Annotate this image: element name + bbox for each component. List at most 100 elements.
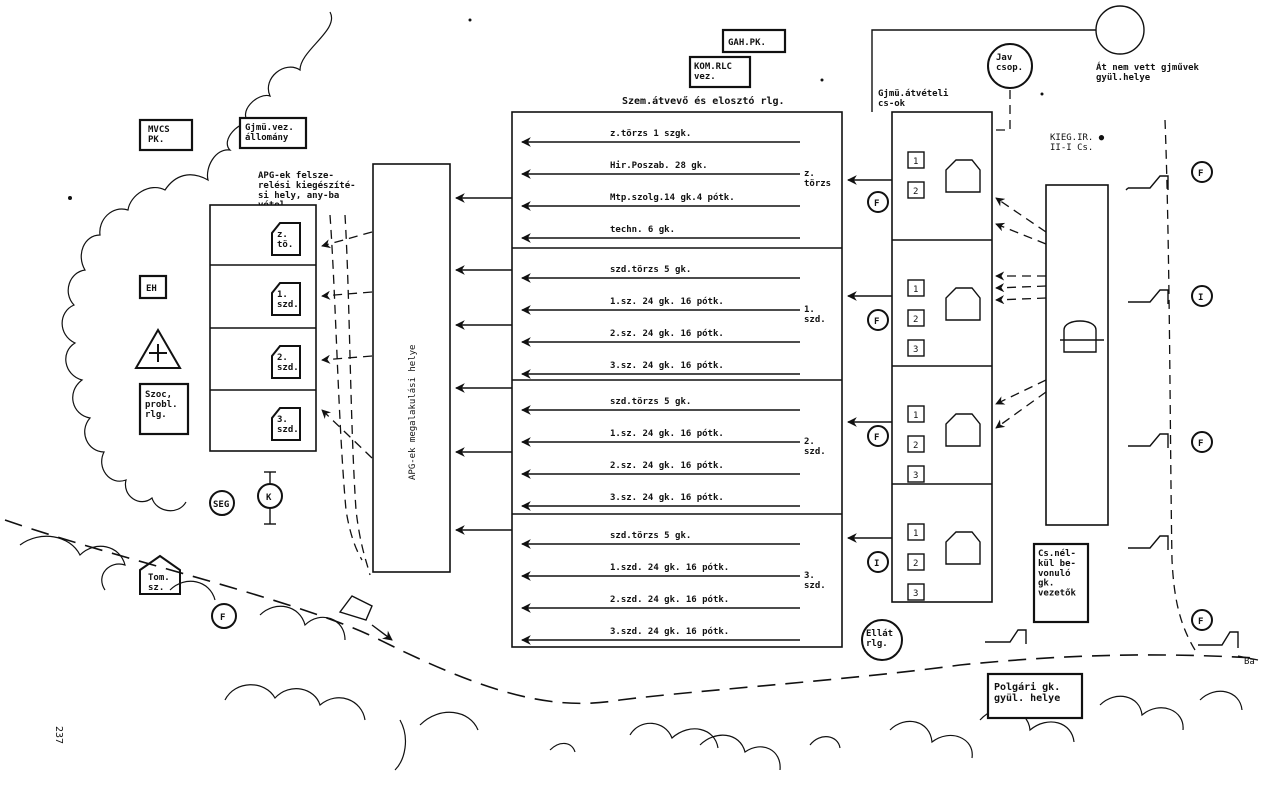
svg-text:3.szd.: 3.szd.	[277, 415, 299, 435]
hangar-icon	[945, 531, 981, 565]
station-1: 1 2 3	[907, 279, 981, 357]
table-row: z.törzs 1 szgk.	[521, 129, 800, 147]
tree-outline-bottom	[19, 535, 1243, 771]
svg-text:szd.törzs 5 gk.: szd.törzs 5 gk.	[610, 531, 691, 541]
svg-text:2: 2	[913, 315, 918, 325]
group-side-label: 1.szd.	[804, 305, 826, 325]
group-2: szd.törzs 5 gk. 1.sz. 24 gk. 16 pótk. 2.sz…	[521, 397, 826, 511]
road-dashed-left-branch	[344, 214, 371, 576]
group-3: szd.törzs 5 gk. 1.szd. 24 gk. 16 pótk. 2.s…	[521, 531, 826, 645]
left-unit-2: 2.szd.	[271, 345, 301, 379]
right-marker-2: F	[1191, 431, 1213, 453]
svg-text:Tom.sz.: Tom.sz.	[148, 573, 170, 593]
table-row: Mtp.szolg.14 gk.4 pótk.	[521, 192, 800, 211]
kieg-tall-box	[1045, 184, 1109, 526]
group-side-label: z.törzs	[804, 169, 831, 189]
svg-text:F: F	[874, 199, 879, 209]
table-row: 1.sz. 24 gk. 16 pótk.	[521, 428, 800, 447]
main-distribution-table	[511, 111, 843, 648]
svg-text:F: F	[874, 433, 879, 443]
svg-text:3: 3	[913, 471, 918, 481]
first-aid-triangle-icon	[134, 328, 182, 369]
table-row: Hir.Poszab. 28 gk.	[521, 160, 800, 179]
svg-text:F: F	[1198, 439, 1203, 449]
station-to-main-arrows	[847, 175, 892, 543]
station-slot: 2	[907, 181, 925, 199]
right-dashed-arrows	[995, 197, 1047, 429]
left-unit-0: z.tö.	[271, 222, 301, 256]
dot	[820, 78, 824, 82]
apg-megalakulasi-box	[372, 163, 451, 573]
svg-text:z.törzs 1 szgk.: z.törzs 1 szgk.	[610, 129, 691, 139]
kieg-label: KIEG.IR. ●II-I Cs.	[1050, 133, 1105, 153]
road-dashed-bottom	[4, 519, 1256, 705]
svg-text:1: 1	[913, 285, 918, 295]
svg-text:2.sz. 24 gk. 16 pótk.: 2.sz. 24 gk. 16 pótk.	[610, 328, 724, 339]
dot	[1040, 92, 1044, 96]
group-side-label: 3.szd.	[804, 571, 826, 591]
hangar-icon	[945, 159, 981, 193]
station-slot: 3	[907, 465, 925, 483]
svg-text:I: I	[1198, 293, 1203, 303]
svg-text:2.szd. 24 gk. 16 pótk.: 2.szd. 24 gk. 16 pótk.	[610, 594, 729, 605]
svg-text:szd.törzs 5 gk.: szd.törzs 5 gk.	[610, 397, 691, 407]
ba-label: Ba	[1244, 657, 1255, 667]
top-connector-lines	[871, 5, 1145, 131]
station-slot: 1	[907, 151, 925, 169]
road-dashed-right	[1164, 119, 1196, 651]
eh-label: EH	[146, 284, 157, 294]
vehicle-icon-bottom-1	[985, 629, 1027, 644]
svg-text:3: 3	[913, 589, 918, 599]
svg-text:2: 2	[913, 559, 918, 569]
table-row: szd.törzs 5 gk.	[521, 531, 800, 549]
svg-text:K: K	[266, 493, 272, 503]
svg-text:1.szd. 24 gk. 16 pótk.: 1.szd. 24 gk. 16 pótk.	[610, 562, 729, 573]
circle-marker-2: F	[867, 425, 889, 447]
diagram-title: Szem.átvevő és elosztó rlg.	[622, 95, 785, 107]
dot	[68, 196, 72, 200]
road-dashed-left-branch-2	[329, 214, 363, 561]
seg-marker: SEG	[209, 490, 235, 516]
svg-text:2: 2	[913, 441, 918, 451]
svg-text:techn. 6 gk.: techn. 6 gk.	[610, 225, 675, 235]
station-3: 123	[907, 523, 981, 601]
station-slot: 1	[907, 279, 925, 297]
hangar-icon	[945, 413, 981, 447]
mvcs-box	[138, 118, 194, 152]
main-to-apg-arrows	[455, 193, 512, 535]
vehicle-icon-right-1	[1125, 175, 1169, 191]
station-slot: 2	[907, 553, 925, 571]
svg-text:3.szd. 24 gk. 16 pótk.: 3.szd. 24 gk. 16 pótk.	[610, 626, 729, 637]
hangar-icon	[945, 287, 981, 321]
svg-text:3.sz. 24 gk. 16 pótk.: 3.sz. 24 gk. 16 pótk.	[610, 360, 724, 371]
svg-text:1.sz. 24 gk. 16 pótk.: 1.sz. 24 gk. 16 pótk.	[610, 428, 724, 439]
svg-text:Mtp.szolg.14 gk.4 pótk.: Mtp.szolg.14 gk.4 pótk.	[610, 192, 735, 203]
dot	[468, 18, 472, 22]
left-unit-3: 3.szd.	[271, 407, 301, 441]
right-marker-3: F	[1191, 609, 1213, 631]
gjmu-allomany-box	[238, 116, 308, 150]
group-0: z.törzs 1 szgk. Hir.Poszab. 28 gk. Mtp.szo…	[521, 129, 831, 243]
station-column	[891, 111, 993, 603]
f-marker-bottom: F	[211, 603, 237, 629]
svg-text:F: F	[874, 317, 879, 327]
svg-text:F: F	[1198, 169, 1203, 179]
group-1: szd.törzs 5 gk.1.sz. 24 gk. 16 pótk.2.sz…	[521, 265, 826, 379]
table-row: 1.szd. 24 gk. 16 pótk.	[521, 562, 800, 581]
k-marker: K	[257, 471, 283, 525]
svg-text:1: 1	[913, 411, 918, 421]
svg-text:1: 1	[913, 157, 918, 167]
tree-outline-left	[61, 11, 333, 512]
polgari-label: Polgári gk.gyül. helye	[994, 681, 1060, 704]
svg-text:2.szd.: 2.szd.	[277, 353, 299, 373]
left-dashed-arrows	[321, 231, 373, 459]
svg-text:2: 2	[913, 187, 918, 197]
svg-text:3: 3	[913, 345, 918, 355]
svg-text:Hir.Poszab. 28 gk.: Hir.Poszab. 28 gk.	[610, 160, 708, 171]
page-number: 237	[53, 726, 64, 744]
table-row: 2.sz. 24 gk. 16 pótk.	[521, 460, 800, 479]
